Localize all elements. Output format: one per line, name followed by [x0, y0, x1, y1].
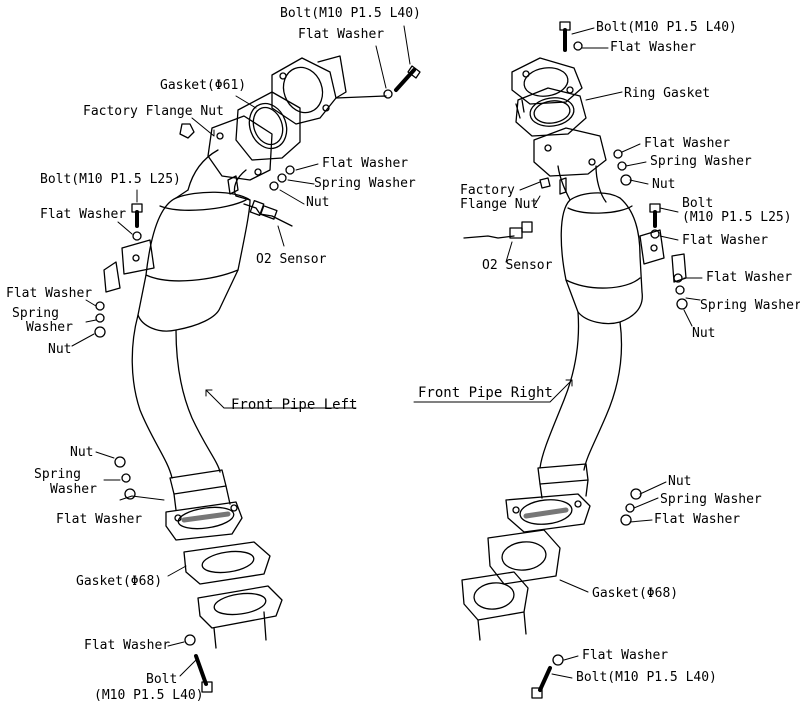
right-gasket-68 [487, 529, 561, 585]
right-spring-washer-bottom-label: Spring Washer [660, 492, 762, 507]
left-leader-lines [71, 25, 411, 677]
right-manifold-flange [511, 57, 583, 105]
right-nut-mid-label: Nut [652, 177, 676, 192]
left-low-hardware [94, 301, 106, 338]
left-spring-washer-bottom-label-1: Spring [34, 467, 81, 482]
right-bolt-end-label: Bolt(M10 P1.5 L40) [576, 670, 717, 685]
right-flat-washer-top-label: Flat Washer [610, 40, 697, 55]
left-bracket [103, 239, 155, 293]
left-o2-sensor-label: O2 Sensor [256, 252, 327, 267]
right-leader-lines [413, 27, 703, 679]
left-flat-washer-top-label: Flat Washer [298, 27, 385, 42]
left-front-pipe-title: Front Pipe Left [231, 397, 358, 413]
right-bolt-l25-label-2: (M10 P1.5 L25) [682, 210, 792, 225]
right-outlet-flange [505, 463, 591, 533]
left-spring-washer-low-label-1: Spring [12, 306, 59, 321]
left-spring-washer-mid-label: Spring Washer [314, 176, 416, 191]
left-o2-sensor [243, 200, 293, 227]
right-downstream-flange [461, 571, 529, 641]
left-flat-washer-mid-label: Flat Washer [322, 156, 409, 171]
left-factory-flange-nut-label: Factory Flange Nut [83, 104, 224, 119]
right-bolt-top-label: Bolt(M10 P1.5 L40) [596, 20, 737, 35]
right-front-pipe [539, 311, 623, 471]
left-bolt-end-label-1: Bolt [146, 672, 178, 687]
left-spring-washer-bottom-label-2: Washer [50, 482, 97, 497]
right-spring-washer-mid-label: Spring Washer [650, 154, 752, 169]
left-gasket-61-label: Gasket(Φ61) [160, 78, 247, 93]
left-gasket-68-label: Gasket(Φ68) [76, 574, 163, 589]
right-flat-washer-end-label: Flat Washer [582, 648, 669, 663]
right-mid-hardware [539, 149, 632, 189]
left-flat-washer-bottom-label: Flat Washer [56, 512, 143, 527]
left-nut-bottom-label: Nut [70, 445, 94, 460]
left-flat-washer-end-label: Flat Washer [84, 638, 171, 653]
left-downstream-flange [197, 585, 283, 649]
right-front-pipe-title: Front Pipe Right [418, 385, 553, 401]
right-nut-bottom-label: Nut [668, 474, 692, 489]
right-assembly [413, 21, 703, 699]
left-front-pipe [131, 314, 221, 479]
right-spring-washer-low-label: Spring Washer [700, 298, 800, 313]
right-flat-washer-mid-label: Flat Washer [644, 136, 731, 151]
right-flat-washer-low-label: Flat Washer [706, 270, 793, 285]
right-o2-sensor [463, 221, 533, 239]
right-factory-flange-nut-label-1: Factory [460, 183, 515, 198]
right-inlet-neck [557, 165, 607, 203]
left-nut-low-label: Nut [48, 342, 72, 357]
right-ring-gasket [515, 87, 587, 137]
right-nut-low-label: Nut [692, 326, 716, 341]
right-gasket-68-label: Gasket(Φ68) [592, 586, 679, 601]
left-bolt-end-label-2: (M10 P1.5 L40) [94, 688, 204, 703]
left-gasket-61 [235, 91, 301, 161]
left-inlet-flange [207, 115, 273, 181]
left-gasket-68 [183, 541, 271, 585]
left-factory-flange-nut [179, 123, 195, 139]
left-nut-mid-label: Nut [306, 195, 330, 210]
left-bolt-l25 [131, 203, 143, 241]
right-bolt-l25-label-1: Bolt [682, 196, 714, 211]
left-bolt-top-label: Bolt(M10 P1.5 L40) [280, 6, 421, 21]
right-factory-flange-nut-label-2: Flange Nut [460, 197, 539, 212]
left-manifold-flange [271, 55, 387, 125]
right-low-hardware [673, 273, 688, 310]
right-bolt-l25 [649, 203, 661, 239]
right-o2-sensor-label: O2 Sensor [482, 258, 553, 273]
right-catalytic-converter [560, 192, 643, 325]
left-bolt-l25-label: Bolt(M10 P1.5 L25) [40, 172, 181, 187]
right-flat-washer-bracket-label: Flat Washer [682, 233, 769, 248]
right-inlet-flange [533, 127, 607, 177]
left-mid-hardware [269, 165, 295, 191]
right-flat-washer-bottom-label: Flat Washer [654, 512, 741, 527]
right-ring-gasket-label: Ring Gasket [624, 86, 711, 101]
right-top-bolt [559, 21, 583, 52]
left-catalytic-converter [137, 191, 251, 332]
left-top-bolt [383, 65, 421, 99]
left-flat-washer-bracket-label: Flat Washer [40, 207, 127, 222]
left-flat-washer-low-label: Flat Washer [6, 286, 93, 301]
left-assembly [71, 25, 421, 693]
left-o2-boss [227, 175, 239, 195]
left-outlet-flange [165, 469, 243, 541]
right-o2-boss [559, 177, 567, 195]
left-spring-washer-low-label-2: Washer [26, 320, 73, 335]
left-bottom-hardware [114, 456, 213, 693]
